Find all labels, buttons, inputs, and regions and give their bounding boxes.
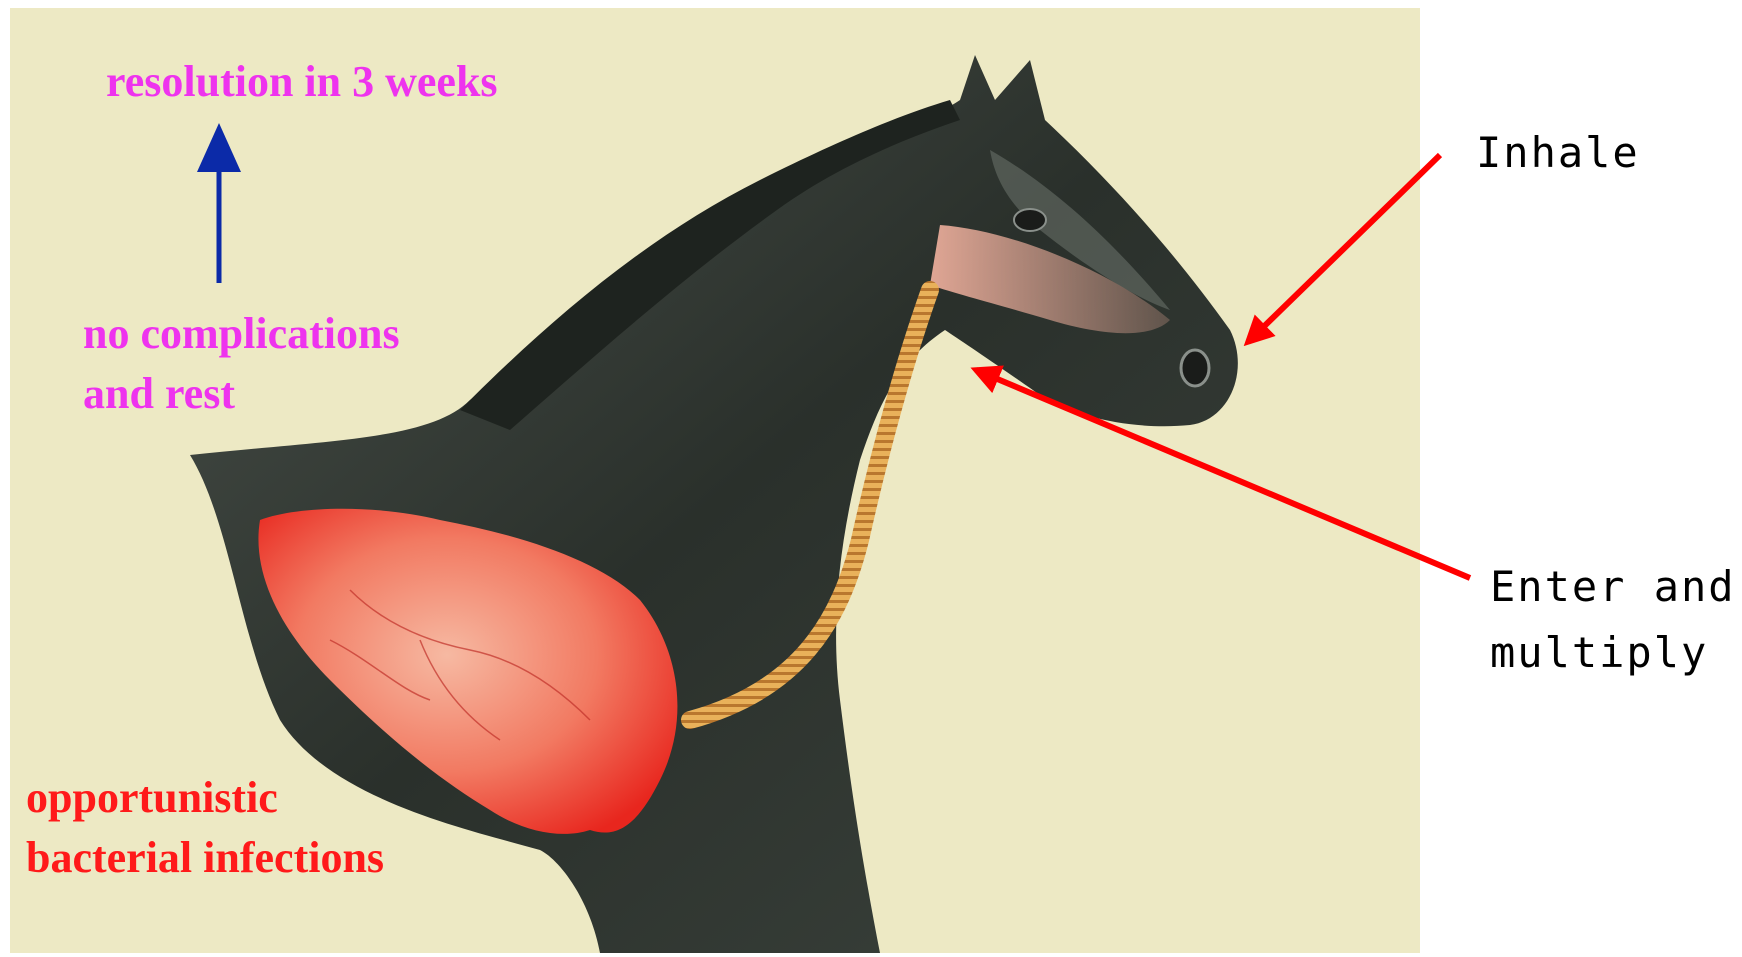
inhale-label: Inhale xyxy=(1476,128,1640,177)
multiply-label: multiply xyxy=(1490,628,1708,677)
horse-nostril xyxy=(1181,350,1209,386)
no-complications-label: no complications xyxy=(83,308,400,359)
opportunistic-label: opportunistic xyxy=(26,772,278,823)
bacterial-infections-label: bacterial infections xyxy=(26,832,384,883)
enter-and-label: Enter and xyxy=(1490,562,1736,611)
and-rest-label: and rest xyxy=(83,368,235,419)
horse-eye xyxy=(1014,209,1046,231)
resolution-label: resolution in 3 weeks xyxy=(106,56,498,107)
